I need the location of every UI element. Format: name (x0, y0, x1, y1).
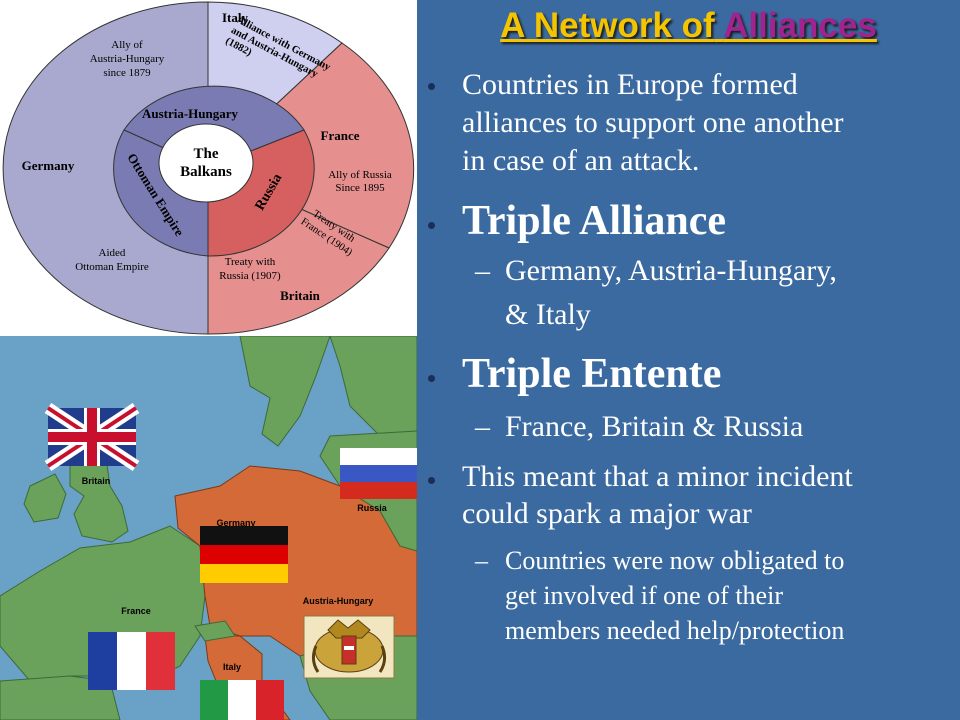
label-germany: Germany (22, 158, 75, 173)
bullet-4-dash: – (475, 546, 488, 575)
alliance-diagram: The Balkans Austria-Hungary Ottoman Empi… (0, 0, 417, 336)
bullet-dot-2 (428, 222, 435, 229)
bullet-dot-4 (428, 477, 435, 484)
bullet-4-line-1: This meant that a minor incident (462, 460, 853, 493)
map-label-britain: Britain (82, 476, 111, 486)
bullet-1-line-1: Countries in Europe formed (462, 68, 798, 101)
bullet-3-heading: Triple Entente (462, 351, 722, 397)
bullet-4-sub-line-1: Countries were now obligated to (505, 546, 845, 575)
title-main: A Network of (500, 6, 715, 45)
bullet-1-line-3: in case of an attack. (462, 144, 700, 177)
label-france: France (321, 128, 360, 143)
map-label-austria: Austria-Hungary (303, 596, 374, 606)
bullet-4-sub-line-2: get involved if one of their (505, 581, 783, 610)
bullet-2-dash: – (475, 254, 490, 287)
bullet-dot-3 (428, 375, 435, 382)
uk-flag-icon (44, 402, 140, 472)
map-label-italy: Italy (223, 662, 241, 672)
france-flag-icon (88, 632, 175, 690)
germany-top-note-1: Ally of (111, 39, 143, 51)
germany-bottom-note-1: Aided (99, 247, 126, 259)
center-label-2: Balkans (180, 164, 232, 180)
label-italy: Italy (222, 10, 249, 25)
france-note-2: Since 1895 (335, 182, 385, 194)
bullet-1-line-2: alliances to support one another (462, 106, 844, 139)
bullet-2-sub-line-1: Germany, Austria-Hungary, (505, 254, 837, 287)
map-label-russia: Russia (357, 503, 388, 513)
map-label-germany: Germany (216, 518, 255, 528)
land-scandinavia (239, 336, 331, 447)
bullet-2-sub-line-2: & Italy (505, 298, 591, 331)
sector-germany (2, 1, 209, 335)
bullet-dot-1 (428, 83, 435, 90)
title-accent: Alliances (723, 6, 877, 45)
slide-title: A Network of Alliances (417, 4, 960, 48)
bullet-3-sub-line-1: France, Britain & Russia (505, 410, 804, 443)
austria-hungary-coat-of-arms-icon (303, 615, 395, 679)
land-switzerland (194, 620, 236, 642)
germany-top-note-2: Austria-Hungary (90, 53, 165, 65)
center-label-1: The (193, 146, 218, 162)
italy-flag-icon (200, 680, 284, 720)
label-britain: Britain (280, 288, 320, 303)
bullet-3-dash: – (475, 410, 490, 443)
right-panel: A Network of Alliances Countries in Euro… (417, 0, 960, 720)
bullet-2-heading: Triple Alliance (462, 198, 727, 244)
britain-russia-note-1: Treaty with (225, 256, 276, 268)
germany-flag-icon (200, 526, 288, 583)
germany-top-note-3: since 1879 (103, 67, 151, 79)
map-label-france: France (121, 606, 151, 616)
center-balkans (158, 123, 254, 203)
europe-map: Britain Russia Germany Austria-Hungary F… (0, 336, 417, 720)
bullet-4-sub-line-3: members needed help/protection (505, 616, 845, 645)
left-panel: The Balkans Austria-Hungary Ottoman Empi… (0, 0, 417, 720)
label-austria-hungary: Austria-Hungary (142, 106, 239, 121)
russia-flag-icon (340, 448, 417, 499)
land-ireland (23, 473, 67, 523)
bullet-4-line-2: could spark a major war (462, 497, 752, 530)
germany-bottom-note-2: Ottoman Empire (75, 261, 149, 273)
france-note-1: Ally of Russia (328, 169, 392, 181)
britain-russia-note-2: Russia (1907) (219, 270, 281, 282)
